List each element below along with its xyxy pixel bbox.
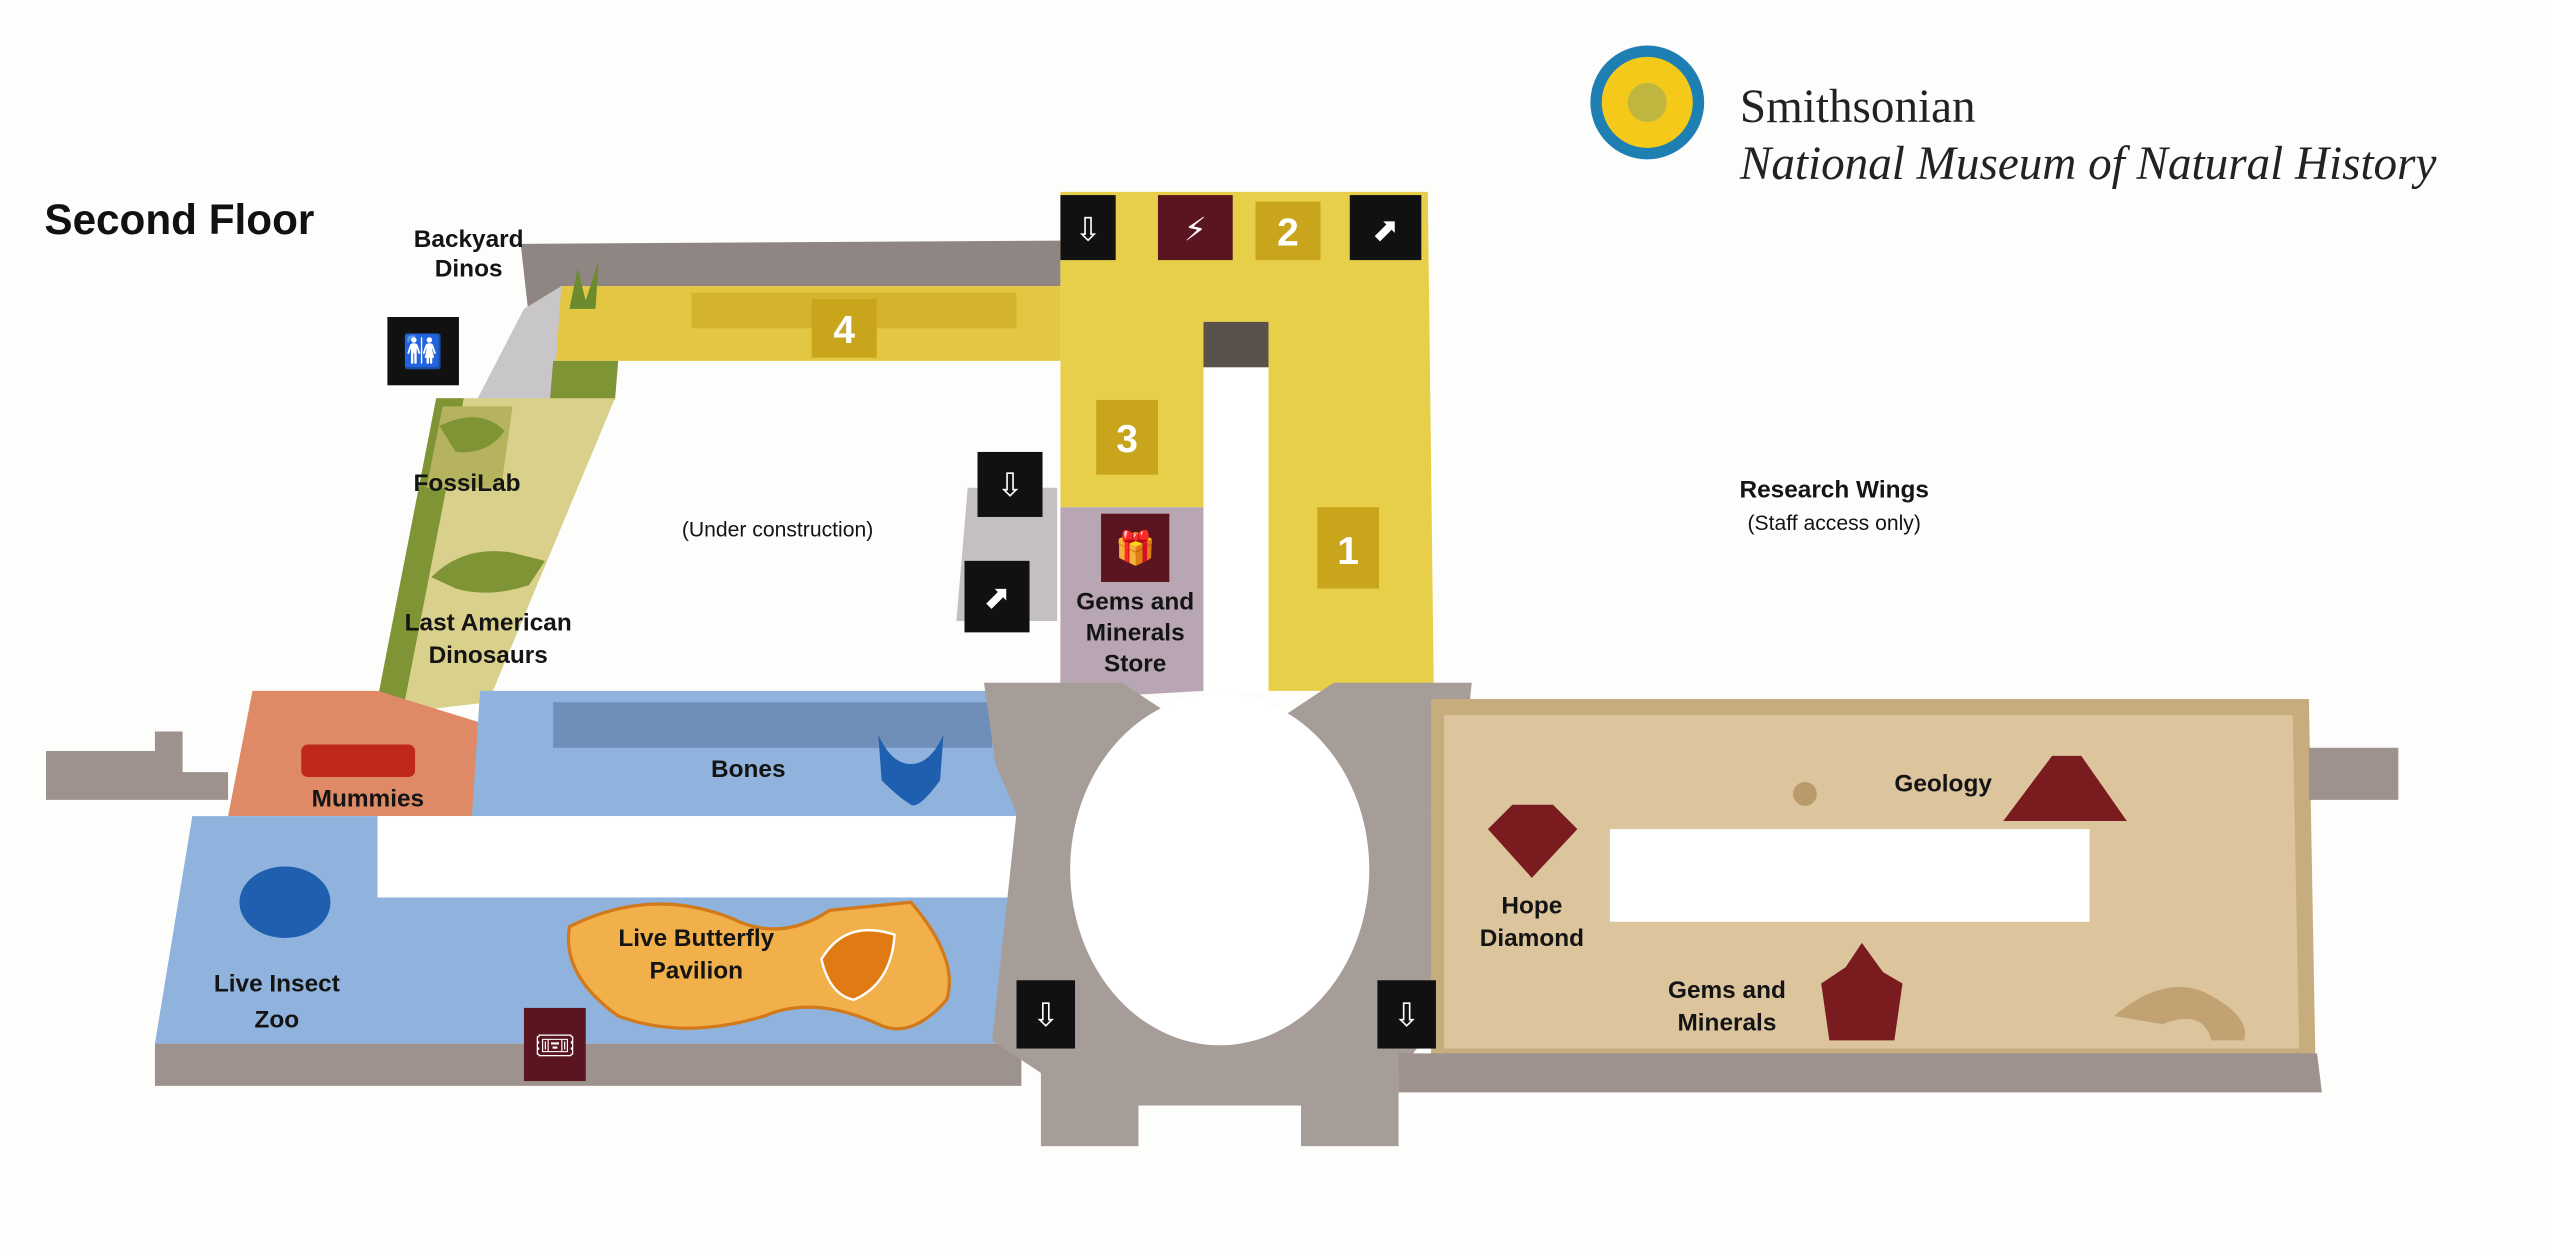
label-last-american-1: Last American — [405, 610, 572, 637]
label-fossilab: FossiLab — [414, 470, 521, 497]
ticket-icon[interactable]: 🎟 — [523, 1007, 586, 1082]
plug-icon[interactable]: ⚡ — [1157, 195, 1233, 261]
sarcophagus-icon — [301, 744, 416, 778]
escalator-icon[interactable]: ⬈ — [1349, 195, 1422, 261]
bones-alcoves — [553, 702, 993, 748]
label-last-american-2: Dinosaurs — [429, 642, 548, 669]
gallery-number-3[interactable]: 3 — [1096, 399, 1158, 475]
label-gems-minerals-2: Minerals — [1677, 1010, 1776, 1037]
svg-text:1: 1 — [1337, 530, 1359, 573]
backyard-dinos-area[interactable] — [549, 360, 619, 400]
fossil-icon — [439, 417, 505, 453]
light-well — [1203, 367, 1269, 693]
gallery-number-1[interactable]: 1 — [1317, 507, 1380, 589]
diamond-icon — [1487, 804, 1578, 878]
label-backyard-dinos-2: Dinos — [435, 255, 503, 282]
label-bones: Bones — [711, 756, 786, 783]
svg-text:🎁: 🎁 — [1115, 529, 1155, 567]
org-name: Smithsonian — [1740, 81, 1976, 133]
escalator-icon[interactable]: ⬈ — [964, 560, 1030, 633]
svg-text:🚻: 🚻 — [403, 333, 443, 371]
svg-text:⇩: ⇩ — [1032, 996, 1059, 1034]
south-wall-west — [154, 1043, 1022, 1086]
restroom-icon[interactable]: 🚻 — [387, 317, 459, 386]
label-under-construction: (Under construction) — [682, 518, 873, 541]
ammonite-icon — [2113, 987, 2246, 1041]
label-butterfly-1: Live Butterfly — [618, 925, 774, 952]
courtyard-east — [1609, 829, 2090, 922]
gallery-number-4[interactable]: 4 — [811, 299, 877, 358]
svg-text:⇩: ⇩ — [996, 466, 1023, 504]
triceratops-icon — [431, 551, 546, 593]
galleries-1-3[interactable] — [1060, 191, 1435, 735]
elevator-icon[interactable]: ⇩ — [1377, 980, 1436, 1049]
south-wall-east — [1398, 1053, 2322, 1093]
label-store-1: Gems and — [1076, 589, 1194, 616]
svg-text:🎟: 🎟 — [534, 1027, 575, 1065]
label-geology: Geology — [1894, 771, 1992, 798]
backyard-path — [475, 286, 562, 404]
label-backyard-dinos-1: Backyard — [414, 226, 524, 253]
label-staff-only: (Staff access only) — [1748, 512, 1921, 535]
svg-text:⇩: ⇩ — [1074, 211, 1101, 249]
beetle-icon — [239, 866, 331, 938]
west-stub — [46, 731, 229, 800]
geology-specimen-icon: ● — [1788, 761, 1821, 822]
label-hope-diamond-2: Diamond — [1480, 925, 1584, 952]
svg-text:⬈: ⬈ — [983, 578, 1010, 616]
gallery-number-2[interactable]: 2 — [1255, 201, 1321, 261]
label-gems-minerals-1: Gems and — [1668, 977, 1786, 1004]
label-mummies: Mummies — [312, 785, 424, 812]
svg-text:⬈: ⬈ — [1372, 211, 1399, 249]
label-hope-diamond-1: Hope — [1501, 893, 1562, 920]
crystal-icon — [1821, 942, 1903, 1041]
label-research-wings: Research Wings — [1740, 476, 1929, 503]
svg-text:2: 2 — [1277, 211, 1299, 254]
east-stub — [2308, 747, 2399, 800]
plant-icon — [569, 260, 599, 309]
label-store-3: Store — [1104, 650, 1166, 677]
svg-text:3: 3 — [1116, 418, 1138, 461]
elevator-icon[interactable]: ⇩ — [977, 451, 1043, 517]
svg-text:⚡: ⚡ — [1184, 211, 1207, 249]
museum-name: National Museum of Natural History — [1739, 138, 2437, 190]
svg-text:⇩: ⇩ — [1393, 996, 1420, 1034]
elevator-icon[interactable]: ⇩ — [1060, 195, 1116, 261]
volcano-icon — [2003, 755, 2127, 821]
butterfly-wing-icon — [820, 928, 896, 1002]
smithsonian-sun-logo — [1590, 45, 1705, 160]
north-wall — [520, 240, 1061, 318]
svg-text:4: 4 — [833, 309, 855, 352]
elevator-icon[interactable]: ⇩ — [1016, 980, 1076, 1049]
bison-skull-icon — [878, 734, 944, 806]
label-butterfly-2: Pavilion — [650, 958, 743, 985]
label-insect-zoo-2: Zoo — [255, 1006, 300, 1033]
courtyard-west — [377, 816, 1017, 898]
label-insect-zoo-1: Live Insect — [214, 971, 340, 998]
rotunda-opening — [1070, 694, 1370, 1046]
label-store-2: Minerals — [1086, 620, 1185, 647]
shaft — [1203, 321, 1269, 368]
gift-icon[interactable]: 🎁 — [1101, 513, 1170, 582]
page-title: Second Floor — [44, 196, 314, 243]
